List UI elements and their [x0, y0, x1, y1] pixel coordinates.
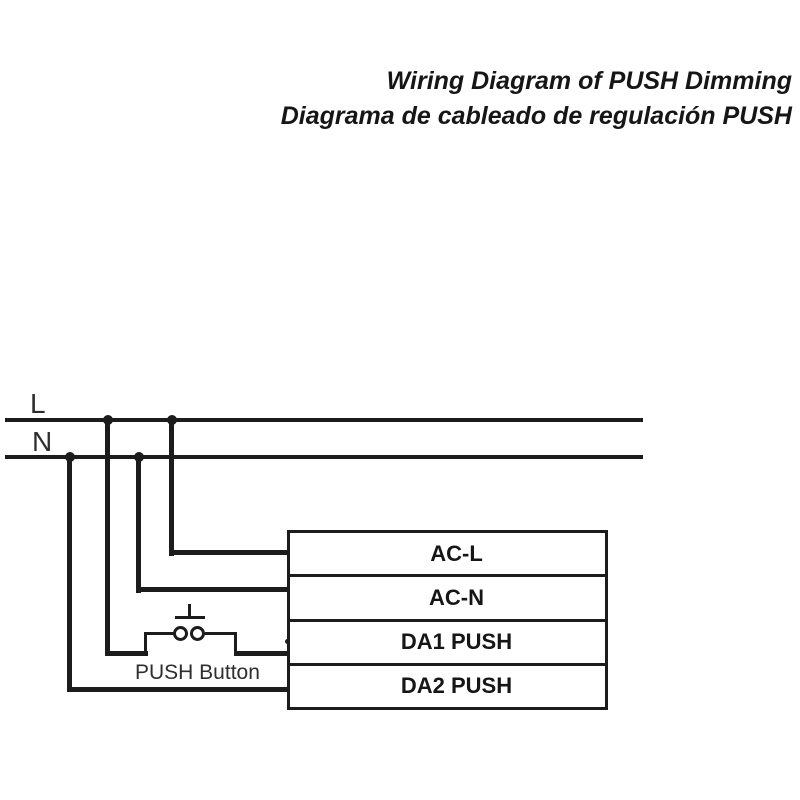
wire-live-to-acl-horizontal	[169, 550, 288, 555]
wire-neutral-to-acn-horizontal	[136, 587, 288, 592]
terminal-row-ac-l: AC-L	[430, 540, 483, 566]
push-button-contact-left-icon	[173, 626, 188, 641]
wire-neutral-to-da2-horizontal	[67, 687, 288, 692]
terminal-row-ac-n: AC-N	[290, 574, 605, 618]
switch-right-riser	[234, 632, 237, 654]
neutral-line-label: N	[32, 426, 53, 457]
neutral-bus-wire	[5, 455, 643, 459]
switch-left-riser	[144, 632, 147, 654]
push-button-actuator-stem-icon	[188, 604, 191, 617]
switch-left-lead	[144, 632, 175, 635]
wire-live-to-switch-vertical	[105, 420, 110, 656]
push-button-label: PUSH Button	[135, 661, 260, 684]
push-button-actuator-bar-icon	[175, 616, 205, 619]
wire-neutral-to-da2-vertical	[67, 457, 72, 692]
title-line-english: Wiring Diagram of PUSH Dimming	[386, 67, 792, 95]
diagram-title: Wiring Diagram of PUSH Dimming Diagrama …	[281, 64, 792, 134]
wire-live-to-switch-horizontal	[105, 651, 148, 656]
title-line-spanish: Diagrama de cableado de regulación PUSH	[280, 102, 792, 130]
push-button-contact-right-icon	[190, 626, 205, 641]
wire-live-to-acl-vertical	[169, 420, 174, 556]
live-line-label: L	[30, 388, 46, 419]
terminal-row-da2-push: DA2 PUSH	[290, 662, 605, 707]
switch-right-lead	[205, 632, 236, 635]
terminal-row-da1-push: DA1 PUSH	[290, 618, 605, 663]
live-bus-wire	[5, 418, 643, 422]
driver-terminal-box: AC-L AC-N DA1 PUSH DA2 PUSH	[287, 530, 608, 710]
wire-switch-to-da1-horizontal	[234, 651, 288, 656]
wire-neutral-to-acn-vertical	[136, 457, 141, 593]
